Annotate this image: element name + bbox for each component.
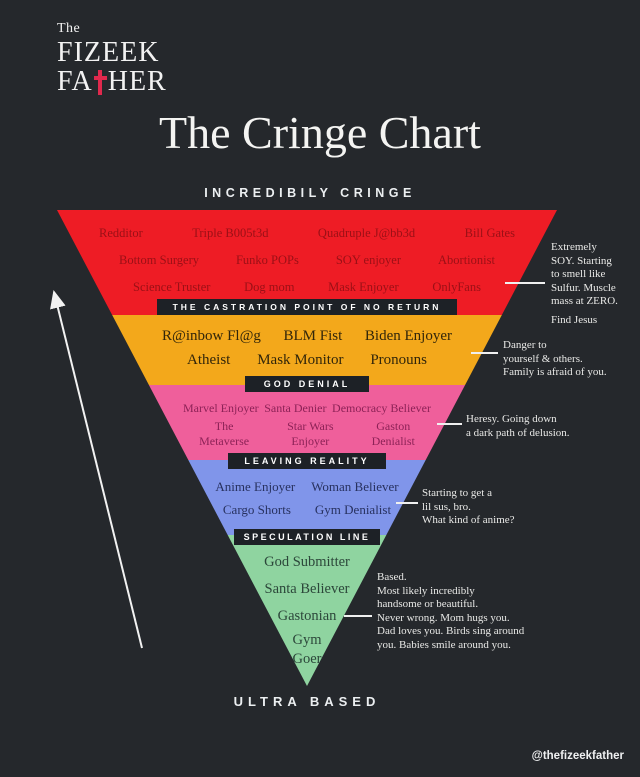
cross-icon [93,69,107,95]
annotation-red-tier: Extremely SOY. Starting to smell like Su… [551,241,618,307]
divider-castration-point: THE CASTRATION POINT OF NO RETURN [157,299,457,315]
tier-item: Democracy Believer [332,401,431,415]
watermark-handle: @thefizeekfather [531,750,624,762]
tier-item: BLM Fist [283,328,343,344]
tier-item: Biden Enjoyer [364,328,452,344]
annotation-green-tier: Based. Most likely incredibly handsome o… [377,571,525,651]
tier-item: SOY enjoyer [335,253,402,267]
tier-row: The Metaverse Star Wars Enjoyer Gaston D… [57,419,557,448]
leader-line [437,423,462,425]
tier-item: Bill Gates [464,226,515,240]
leader-line [471,352,498,354]
divider-god-denial: GOD DENIAL [245,376,369,392]
tier-castration-zone: R@inbow Fl@g BLM Fist Biden Enjoyer Athe… [57,315,557,385]
tier-item: Triple B005t3d [192,226,269,240]
tier-item: Star Wars Enjoyer [287,419,334,448]
tier-item: Bottom Surgery [119,253,199,267]
divider-speculation-line: SPECULATION LINE [234,529,380,545]
tier-row: R@inbow Fl@g BLM Fist Biden Enjoyer [57,327,557,345]
tier-item: Science Truster [133,280,211,294]
tier-item: Pronouns [370,352,427,368]
tier-row: Atheist Mask Monitor Pronouns [57,351,557,369]
leader-line [396,502,418,504]
annotation-pink-tier: Heresy. Going down a dark path of delusi… [466,413,570,439]
tier-item: Gym Goer [292,632,322,667]
tier-item: Gym Denialist [314,502,392,517]
divider-leaving-reality: LEAVING REALITY [228,453,386,469]
tier-item: Mask Monitor [257,352,344,368]
logo-the: The [57,21,81,36]
tier-item: R@inbow Fl@g [162,328,261,344]
leader-line [505,282,545,284]
tier-item: The Metaverse [199,419,250,448]
tier-item: Santa Denier [264,401,327,415]
fizeek-father-logo: The FIZEEK FA HER [57,22,167,96]
annotation-yellow-tier: Danger to yourself & others. Family is a… [503,339,607,378]
bottom-axis-label: ULTRA BASED [233,694,381,709]
tier-row: Marvel Enjoyer Santa Denier Democracy Be… [57,401,557,415]
tier-item: Atheist [187,352,231,368]
tier-item: OnlyFans [432,280,481,294]
annotation-blue-tier: Starting to get a lil sus, bro. What kin… [422,487,515,526]
tier-row: Bottom Surgery Funko POPs SOY enjoyer Ab… [57,252,557,269]
tier-item: Marvel Enjoyer [183,401,259,415]
tier-item: Funko POPs [235,253,299,267]
tier-item: Gastonian [277,608,337,624]
tier-item: God Submitter [264,554,350,570]
tier-item: Mask Enjoyer [328,280,399,294]
tier-item: Cargo Shorts [222,502,291,517]
tier-item: Woman Believer [311,479,399,494]
tier-item: Gaston Denialist [371,419,415,448]
tier-row: Cargo Shorts Gym Denialist [57,502,557,518]
logo-her: HER [107,66,167,97]
tier-item: Santa Believer [264,581,350,597]
tier-item: Redditor [99,226,143,240]
logo-father: FA HER [57,68,167,96]
tier-item: Dog mom [244,280,295,294]
tier-item: Abortionist [438,253,495,267]
page-title: The Cringe Chart [159,107,481,158]
tier-row: Anime Enjoyer Woman Believer [57,479,557,495]
leader-line [344,615,372,617]
top-axis-label: INCREDIBILY CRINGE [204,186,416,200]
tier-row: Redditor Triple B005t3d Quadruple J@bb3d… [57,225,557,242]
annotation-find-jesus: Find Jesus [551,314,598,326]
tier-row: Science Truster Dog mom Mask Enjoyer Onl… [57,279,557,296]
tier-incredibly-cringe: Redditor Triple B005t3d Quadruple J@bb3d… [57,210,557,315]
tier-item: Quadruple J@bb3d [317,226,416,240]
logo-fizeek: FIZEEK [57,37,160,68]
tier-item: Anime Enjoyer [215,479,296,494]
logo-fa: FA [57,66,93,97]
